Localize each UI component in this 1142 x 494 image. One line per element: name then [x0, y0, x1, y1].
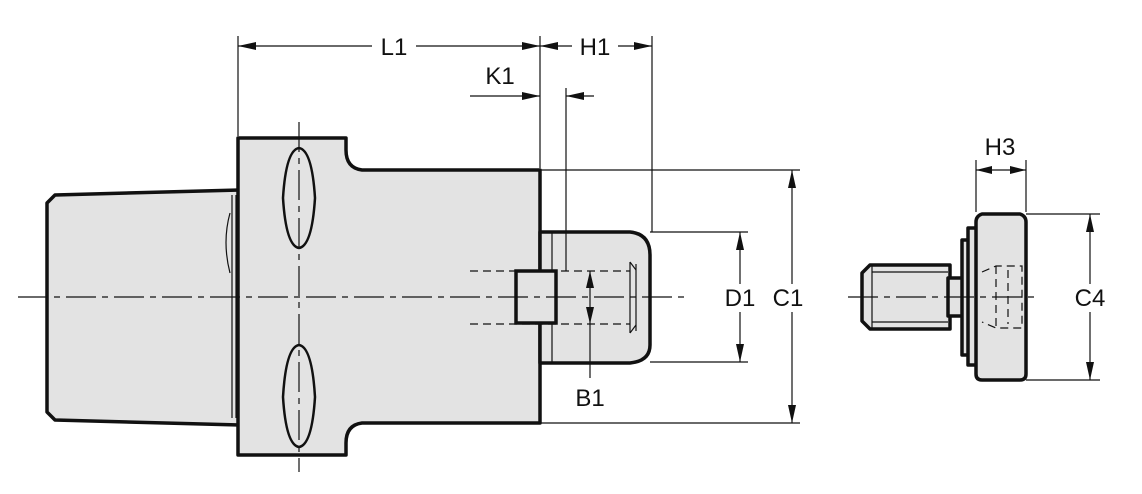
arrow-C1-bottom	[788, 405, 796, 423]
arrow-L1-right	[522, 42, 540, 50]
arrow-D1-top	[736, 232, 744, 250]
arrow-K1-right	[566, 92, 584, 100]
clamp-screw	[848, 212, 1040, 382]
arrow-K1-left	[522, 92, 540, 100]
label-H3: H3	[985, 134, 1016, 161]
arrow-B1-top	[586, 271, 594, 288]
arrow-C4-bottom	[1086, 362, 1094, 380]
label-K1: K1	[485, 63, 514, 90]
arrow-C4-top	[1086, 214, 1094, 232]
arrow-H3-right	[1010, 166, 1026, 174]
label-B1: B1	[575, 385, 604, 412]
bore-end-2	[629, 261, 637, 271]
arrow-D1-bottom	[736, 344, 744, 362]
label-L1: L1	[381, 34, 408, 61]
label-C4: C4	[1075, 285, 1106, 312]
arrow-L1-left	[238, 42, 256, 50]
arrow-H1-right	[634, 42, 652, 50]
bore-end-3	[629, 324, 637, 334]
dimensions-screw: H3 C4	[975, 134, 1114, 381]
flange-ring	[225, 212, 231, 274]
arrow-B1-bottom	[586, 307, 594, 324]
tool-holder	[18, 122, 690, 472]
label-C1: C1	[773, 285, 804, 312]
label-D1: D1	[725, 285, 756, 312]
arrow-H1-left	[540, 42, 558, 50]
taper-shank	[45, 188, 242, 427]
arrow-C1-top	[788, 170, 796, 188]
dimensions-main: L1 H1 K1 D1 C1 B1	[237, 32, 816, 424]
label-H1: H1	[580, 34, 611, 61]
arrow-H3-left	[976, 166, 992, 174]
